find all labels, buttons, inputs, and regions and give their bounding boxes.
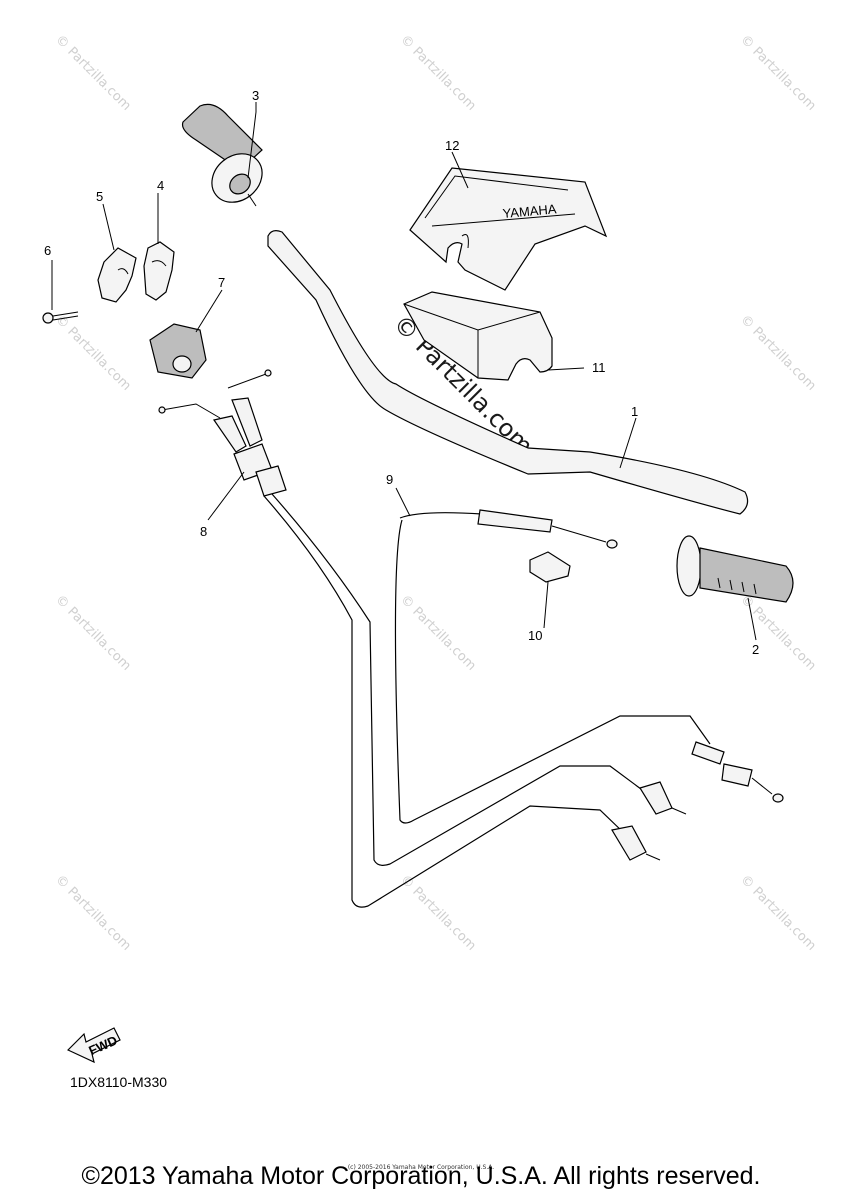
watermark: © Partzilla.com	[52, 32, 134, 114]
leader-lines	[51, 102, 757, 641]
callout-4: 4	[157, 178, 164, 193]
callout-9: 9	[386, 472, 393, 487]
cable-part[interactable]	[394, 509, 784, 824]
adjuster-part[interactable]	[529, 551, 571, 583]
handlebar-cover-part[interactable]: YAMAHA	[409, 167, 608, 291]
watermark: © Partzilla.com	[52, 872, 134, 954]
callout-10: 10	[528, 628, 542, 643]
small-copyright: (c) 2005-2016 Yamaha Motor Corporation, …	[347, 1164, 495, 1171]
watermark: © Partzilla.com	[737, 872, 819, 954]
callout-3: 3	[252, 88, 259, 103]
watermark: © Partzilla.com	[737, 32, 819, 114]
fwd-arrow-icon: FWD	[66, 1027, 121, 1064]
diagram-code: 1DX8110-M330	[70, 1074, 168, 1090]
throttle-grip-part[interactable]	[181, 103, 272, 212]
watermark: © Partzilla.com	[52, 312, 134, 394]
watermark: © Partzilla.com	[397, 592, 479, 674]
watermark: © Partzilla.com	[397, 872, 479, 954]
bracket-part[interactable]	[149, 323, 207, 379]
callout-2: 2	[752, 642, 759, 657]
callout-8: 8	[200, 524, 207, 539]
callout-11: 11	[592, 360, 606, 375]
callout-5: 5	[96, 189, 103, 204]
callout-12: 12	[445, 138, 459, 153]
switch-housing-upper-part[interactable]	[97, 247, 137, 303]
callouts: 1 2 3 4 5 6 7 8 9 10 11 12	[44, 88, 759, 657]
throttle-cables-part[interactable]	[158, 369, 687, 908]
switch-housing-lower-part[interactable]	[143, 241, 175, 301]
fwd-label: FWD	[86, 1033, 119, 1059]
left-grip-part[interactable]	[676, 535, 794, 603]
callout-1: 1	[631, 404, 638, 419]
watermark: © Partzilla.com	[737, 312, 819, 394]
copyright-notice: ©2013 Yamaha Motor Corporation, U.S.A. A…	[81, 1162, 761, 1190]
watermark: © Partzilla.com	[397, 32, 479, 114]
svg-text:YAMAHA: YAMAHA	[502, 201, 557, 221]
callout-7: 7	[218, 275, 225, 290]
callout-6: 6	[44, 243, 51, 258]
screw-part[interactable]	[42, 311, 79, 324]
handlebar-pad-part[interactable]	[403, 291, 553, 381]
handlebar-part[interactable]	[267, 230, 749, 515]
watermark: © Partzilla.com	[52, 592, 134, 674]
